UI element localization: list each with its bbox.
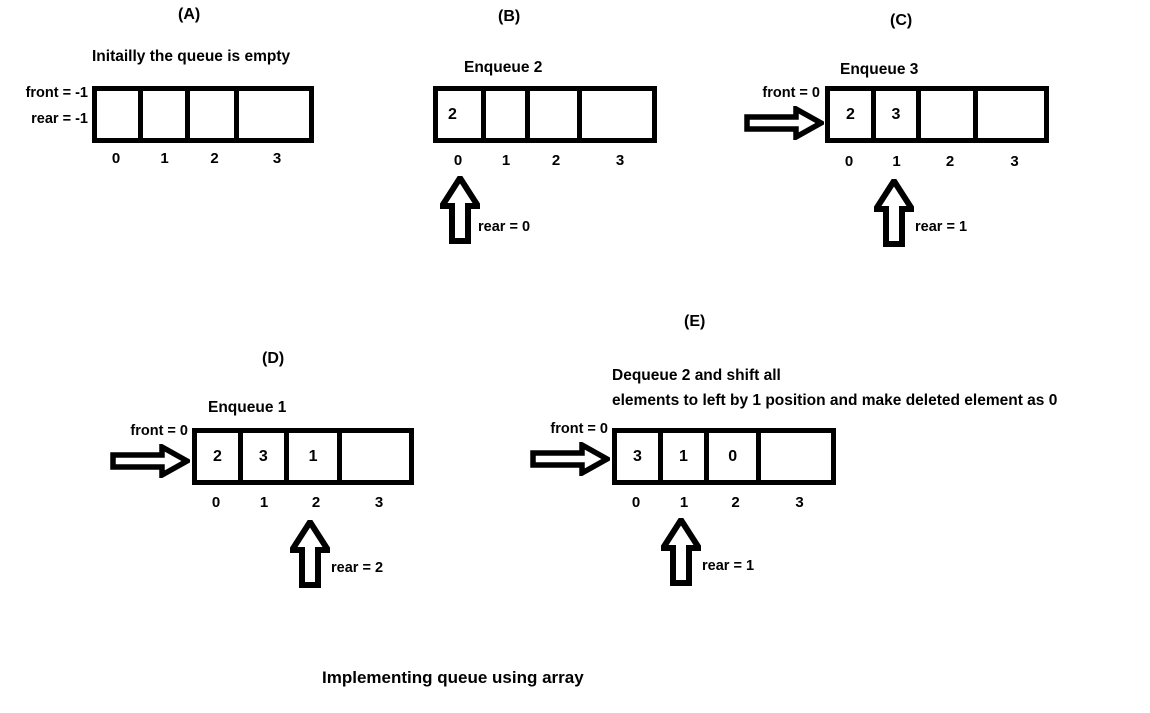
panel-a-front-label: front = -1: [25, 85, 88, 101]
panel-e-index-row: 0 1 2 3: [612, 494, 836, 511]
panel-e-front-label: front = 0: [550, 421, 608, 437]
panel-b-cell-3: [581, 91, 652, 138]
panel-e-cell-1: 1: [662, 433, 709, 480]
panel-d-cell-3: [342, 433, 409, 480]
panel-e-index-3: 3: [795, 494, 804, 511]
panel-a-array: [92, 86, 314, 143]
panel-e-letter: (E): [684, 313, 706, 330]
panel-d-front-arrow-right-icon: [110, 444, 190, 478]
panel-a-cell-2: [189, 91, 239, 138]
panel-c-letter: (C): [890, 12, 913, 29]
panel-d-index-1: 1: [259, 494, 269, 511]
panel-c-rear-arrow-up-icon: [874, 179, 914, 247]
panel-d-letter: (D): [262, 350, 285, 367]
panel-b-cell-0: 2: [438, 91, 487, 138]
panel-d-index-0: 0: [211, 494, 221, 511]
panel-b-letter: (B): [498, 8, 521, 25]
panel-c-cell-0: 2: [830, 91, 876, 138]
panel-b-index-0: 0: [453, 152, 463, 169]
panel-a-rear-label: rear = -1: [31, 111, 88, 127]
panel-e-index-0: 0: [631, 494, 641, 511]
panel-d-rear-arrow-up-icon: [290, 520, 330, 588]
panel-b-index-3: 3: [615, 152, 625, 169]
panel-e-array: 3 1 0: [612, 428, 836, 485]
panel-a-cell-1: [142, 91, 190, 138]
panel-c-rear-pointer-label: rear = 1: [915, 219, 968, 235]
panel-c-cell-3: [978, 91, 1044, 138]
panel-a-cell-3: [238, 91, 309, 138]
panel-c-cell-2: [920, 91, 979, 138]
panel-b-cell-2: [530, 91, 582, 138]
panel-d-rear-pointer-label: rear = 2: [331, 560, 384, 576]
panel-e-cell-0: 3: [617, 433, 663, 480]
panel-d-front-label: front = 0: [130, 423, 188, 439]
panel-a-index-2: 2: [210, 150, 219, 167]
panel-b-rear-arrow-up-icon: [440, 176, 480, 244]
panel-c-index-3: 3: [1010, 153, 1019, 170]
panel-c-title: Enqueue 3: [840, 61, 919, 78]
panel-a-title: Initailly the queue is empty: [92, 48, 291, 65]
panel-c-cell-1: 3: [875, 91, 921, 138]
panel-c-index-2: 2: [945, 153, 955, 170]
panel-b-index-1: 1: [501, 152, 511, 169]
panel-d-cell-0: 2: [197, 433, 243, 480]
panel-a-index-row: 0 1 2 3: [92, 150, 314, 167]
panel-a-index-1: 1: [160, 150, 169, 167]
panel-c-index-row: 0 1 2 3: [825, 153, 1049, 170]
panel-b-array: 2: [433, 86, 657, 143]
panel-e-index-1: 1: [679, 494, 689, 511]
panel-e-rear-pointer-label: rear = 1: [702, 558, 755, 574]
panel-b-index-row: 0 1 2 3: [433, 152, 657, 169]
panel-b-cell-1: [486, 91, 531, 138]
panel-d-array: 2 3 1: [192, 428, 414, 485]
panel-b-rear-pointer-label: rear = 0: [478, 219, 531, 235]
panel-e-index-2: 2: [731, 494, 740, 511]
panel-e-title-line2: elements to left by 1 position and make …: [612, 392, 1058, 409]
panel-d-cell-2: 1: [288, 433, 343, 480]
panel-b-title: Enqueue 2: [464, 59, 543, 76]
panel-a-index-0: 0: [111, 150, 121, 167]
panel-e-front-arrow-right-icon: [530, 442, 610, 476]
panel-d-cell-1: 3: [242, 433, 289, 480]
panel-c-front-label: front = 0: [762, 85, 820, 101]
panel-a-letter: (A): [178, 6, 201, 23]
panel-e-rear-arrow-up-icon: [661, 518, 701, 586]
panel-b-index-2: 2: [551, 152, 561, 169]
panel-e-cell-2: 0: [708, 433, 762, 480]
figure-caption: Implementing queue using array: [322, 668, 584, 687]
panel-e-cell-3: [761, 433, 831, 480]
panel-d-title: Enqueue 1: [208, 399, 287, 416]
panel-c-index-1: 1: [892, 153, 901, 170]
panel-c-index-0: 0: [844, 153, 854, 170]
panel-a-index-3: 3: [272, 150, 282, 167]
panel-c-front-arrow-right-icon: [744, 106, 824, 140]
panel-e-title-line1: Dequeue 2 and shift all: [612, 367, 781, 384]
panel-d-index-3: 3: [374, 494, 384, 511]
panel-c-array: 2 3: [825, 86, 1049, 143]
panel-d-index-2: 2: [311, 494, 321, 511]
panel-a-cell-0: [97, 91, 143, 138]
panel-d-index-row: 0 1 2 3: [192, 494, 414, 511]
